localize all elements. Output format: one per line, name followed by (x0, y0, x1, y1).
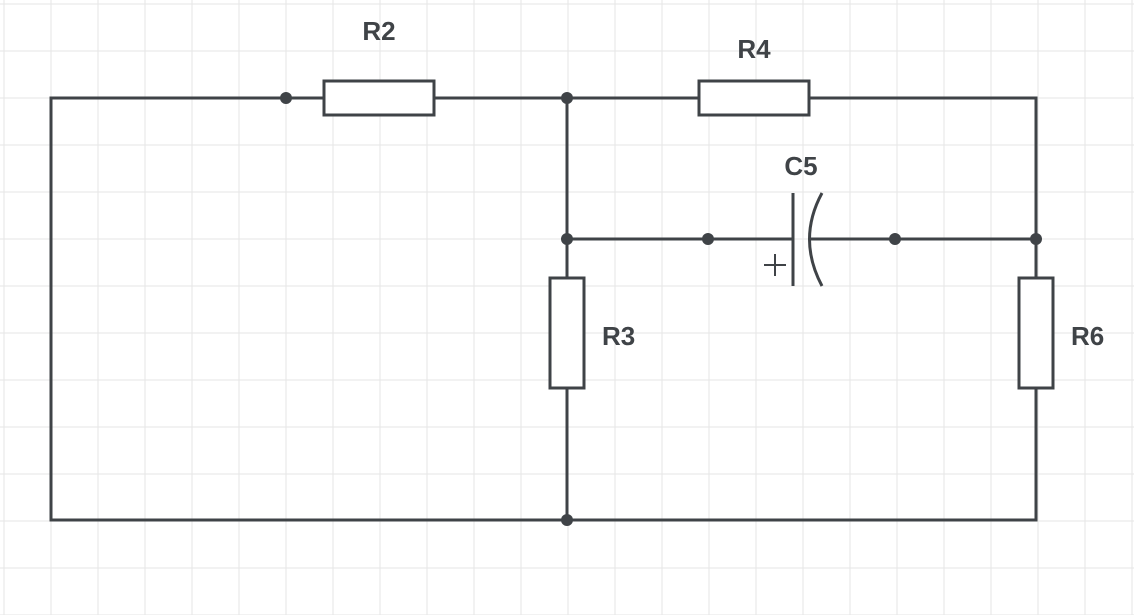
label-r6: R6 (1071, 321, 1104, 351)
capacitor-plate-negative (808, 192, 824, 287)
junction-dot (889, 233, 901, 245)
junction-dot (561, 514, 573, 526)
junction-dot (561, 92, 573, 104)
wires (49, 96, 1038, 522)
junction-dot (280, 92, 292, 104)
junctions (280, 92, 1042, 526)
label-r4: R4 (737, 34, 771, 64)
capacitor-c5 (764, 192, 824, 287)
resistor-r2 (322, 79, 436, 117)
junction-dot (1030, 233, 1042, 245)
junction-dot (561, 233, 573, 245)
resistor-r6 (1017, 276, 1055, 390)
label-c5: C5 (784, 151, 817, 181)
label-r2: R2 (362, 16, 395, 46)
junction-dot (702, 233, 714, 245)
resistor-r3 (548, 276, 586, 390)
resistor-r4 (697, 79, 811, 117)
label-r3: R3 (602, 321, 635, 351)
